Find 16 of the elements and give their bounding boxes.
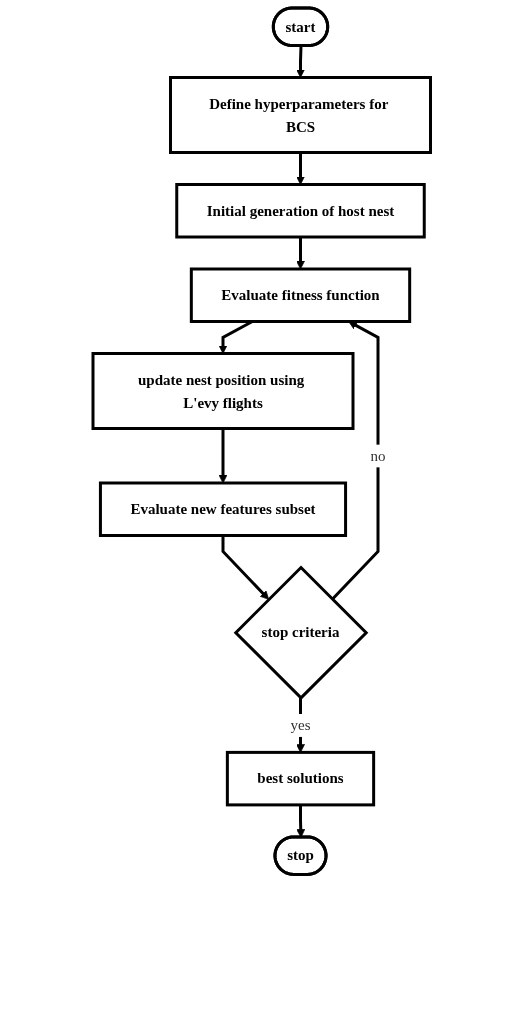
arrow xyxy=(221,535,270,600)
node-box: Evaluate new features subset xyxy=(99,481,348,537)
node-box: Initial generation of host nest xyxy=(175,183,426,239)
node-box: Define hyperparameters for BCS xyxy=(169,76,433,154)
node-box: update nest position using L'evy flights xyxy=(91,352,355,430)
arrow xyxy=(218,428,228,484)
edge-label: no xyxy=(370,447,386,464)
edge-label: yes xyxy=(290,716,311,733)
arrow xyxy=(296,45,306,78)
arrow xyxy=(331,321,380,601)
node-box: Evaluate fitness function xyxy=(190,267,412,323)
node-diamond: stop criteria xyxy=(233,565,369,700)
node-box: best solutions xyxy=(226,750,376,807)
arrow xyxy=(296,152,306,185)
arrow xyxy=(296,237,306,270)
arrow xyxy=(296,697,306,753)
